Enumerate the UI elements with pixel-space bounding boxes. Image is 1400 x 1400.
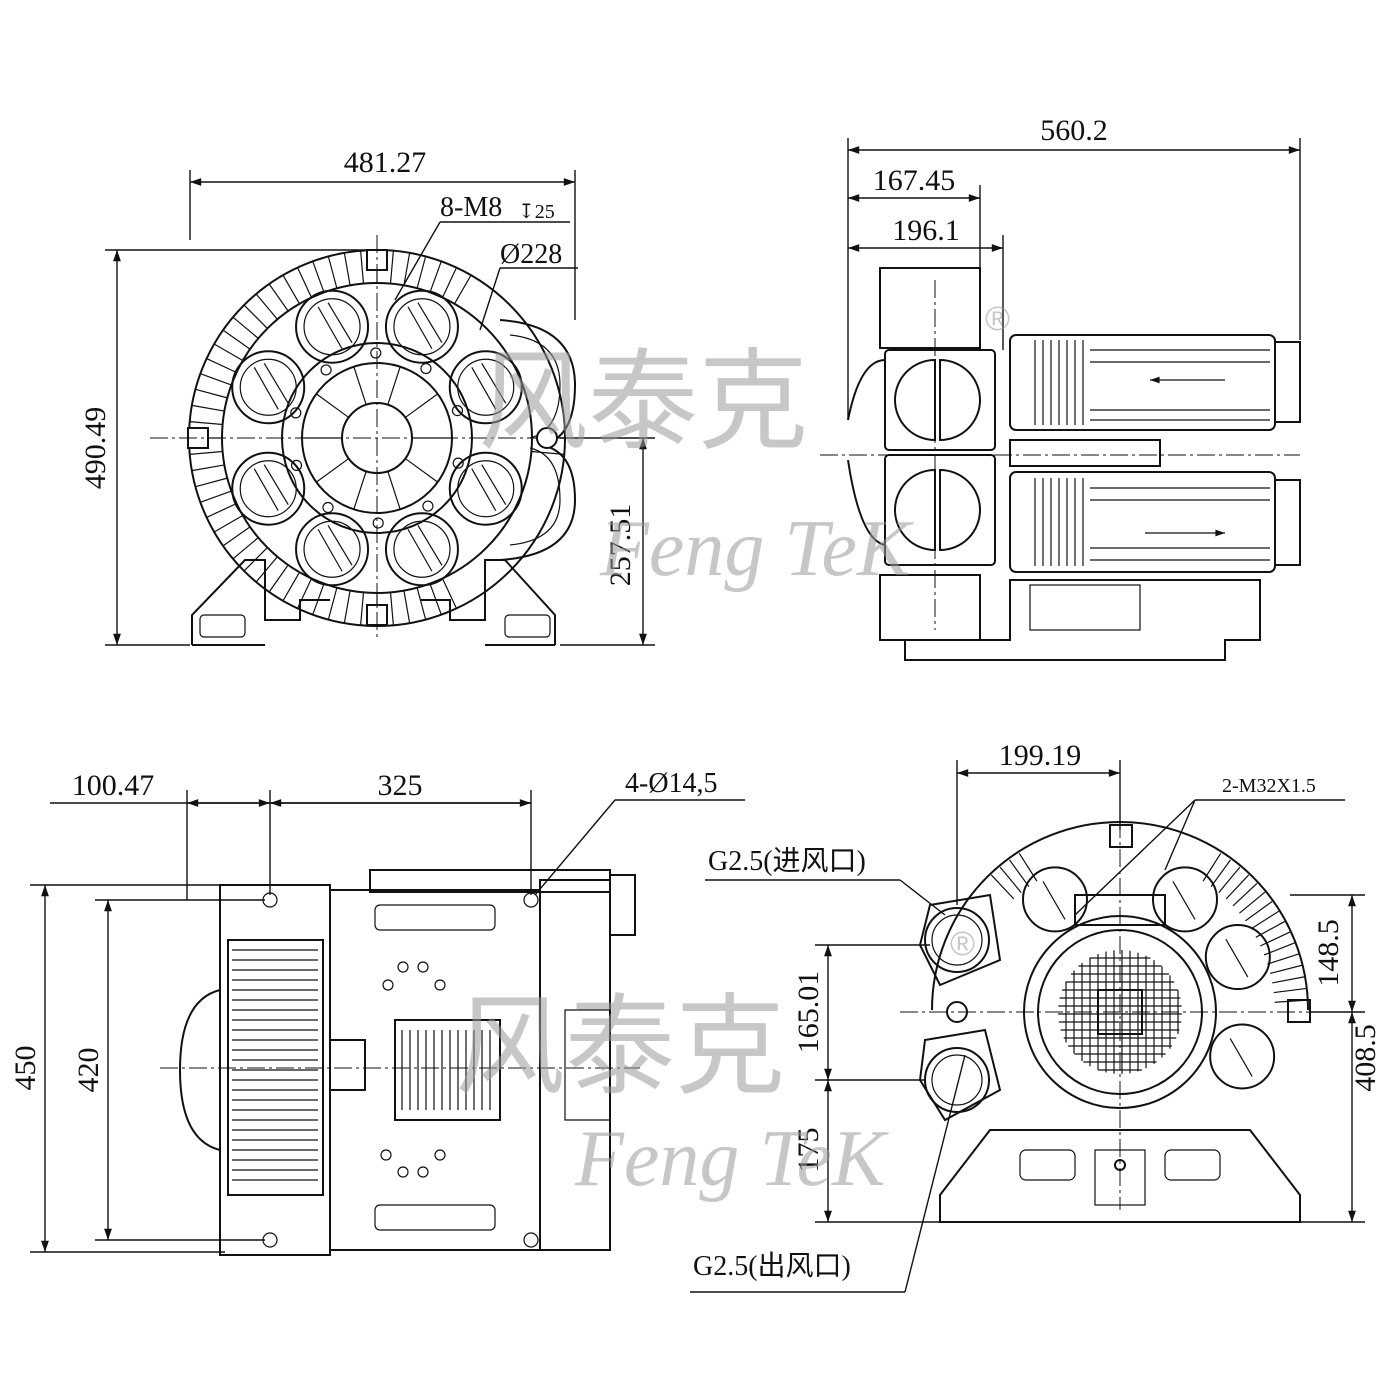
watermark-top: 风泰克 Feng TeK ®: [478, 300, 1010, 593]
outer-width-dim: 450: [9, 1046, 42, 1091]
rear-ports: [1022, 866, 1276, 1090]
hole-width-dim: 420: [72, 1048, 105, 1093]
rear-width-dim: 199.19: [999, 739, 1082, 772]
top-fins: [232, 949, 318, 1181]
dim-b: 196.1: [892, 214, 960, 247]
hole-spacing-dim: 325: [378, 769, 423, 802]
front-height-dim: 490.49: [79, 407, 112, 490]
terminal-heatsink: [401, 1030, 491, 1110]
watermark-chinese: 风泰克: [478, 338, 808, 466]
thread-depth: ↧25: [518, 201, 555, 223]
center-height-dim: 257.51: [604, 504, 637, 587]
cable-gland-label: 2-M32X1.5: [1222, 775, 1316, 797]
overall-length-dim: 560.2: [1040, 114, 1108, 147]
watermark-bottom: 风泰克 Feng TeK ®: [455, 925, 975, 1203]
top-view: 100.47 325 450 420 4-Ø14,5: [9, 768, 745, 1256]
motor-ribs: [1034, 340, 1270, 566]
port-circles: [231, 289, 523, 587]
rear-view: 199.19 165.01 175 148.5 408.5 2-M32X1.5 …: [690, 739, 1382, 1293]
offset-dim: 100.47: [72, 769, 155, 802]
dim-148: 148.5: [1312, 919, 1345, 987]
watermark-english: Feng TeK: [599, 505, 914, 593]
hole-label: 4-Ø14,5: [625, 768, 718, 799]
watermark-english: Feng TeK: [574, 1115, 889, 1203]
thread-label: 8-M8: [440, 192, 502, 223]
dim-175: 175: [792, 1128, 825, 1173]
dim-165: 165.01: [792, 971, 825, 1054]
watermark-chinese: 风泰克: [455, 983, 785, 1111]
watermark-registered: ®: [950, 925, 975, 963]
front-width-dim: 481.27: [344, 146, 427, 179]
watermark-registered: ®: [985, 300, 1010, 338]
front-view: 481.27 490.49 257.51 8-M8 ↧25 Ø228: [79, 146, 655, 646]
side-view: 560.2 167.45 196.1: [820, 114, 1301, 661]
diameter-label: Ø228: [500, 239, 562, 270]
mount-dots: [380, 961, 446, 1178]
dim-408: 408.5: [1349, 1024, 1382, 1092]
dim-a: 167.45: [873, 164, 956, 197]
inlet-label: G2.5(进风口): [708, 846, 866, 877]
outlet-label: G2.5(出风口): [693, 1250, 851, 1282]
